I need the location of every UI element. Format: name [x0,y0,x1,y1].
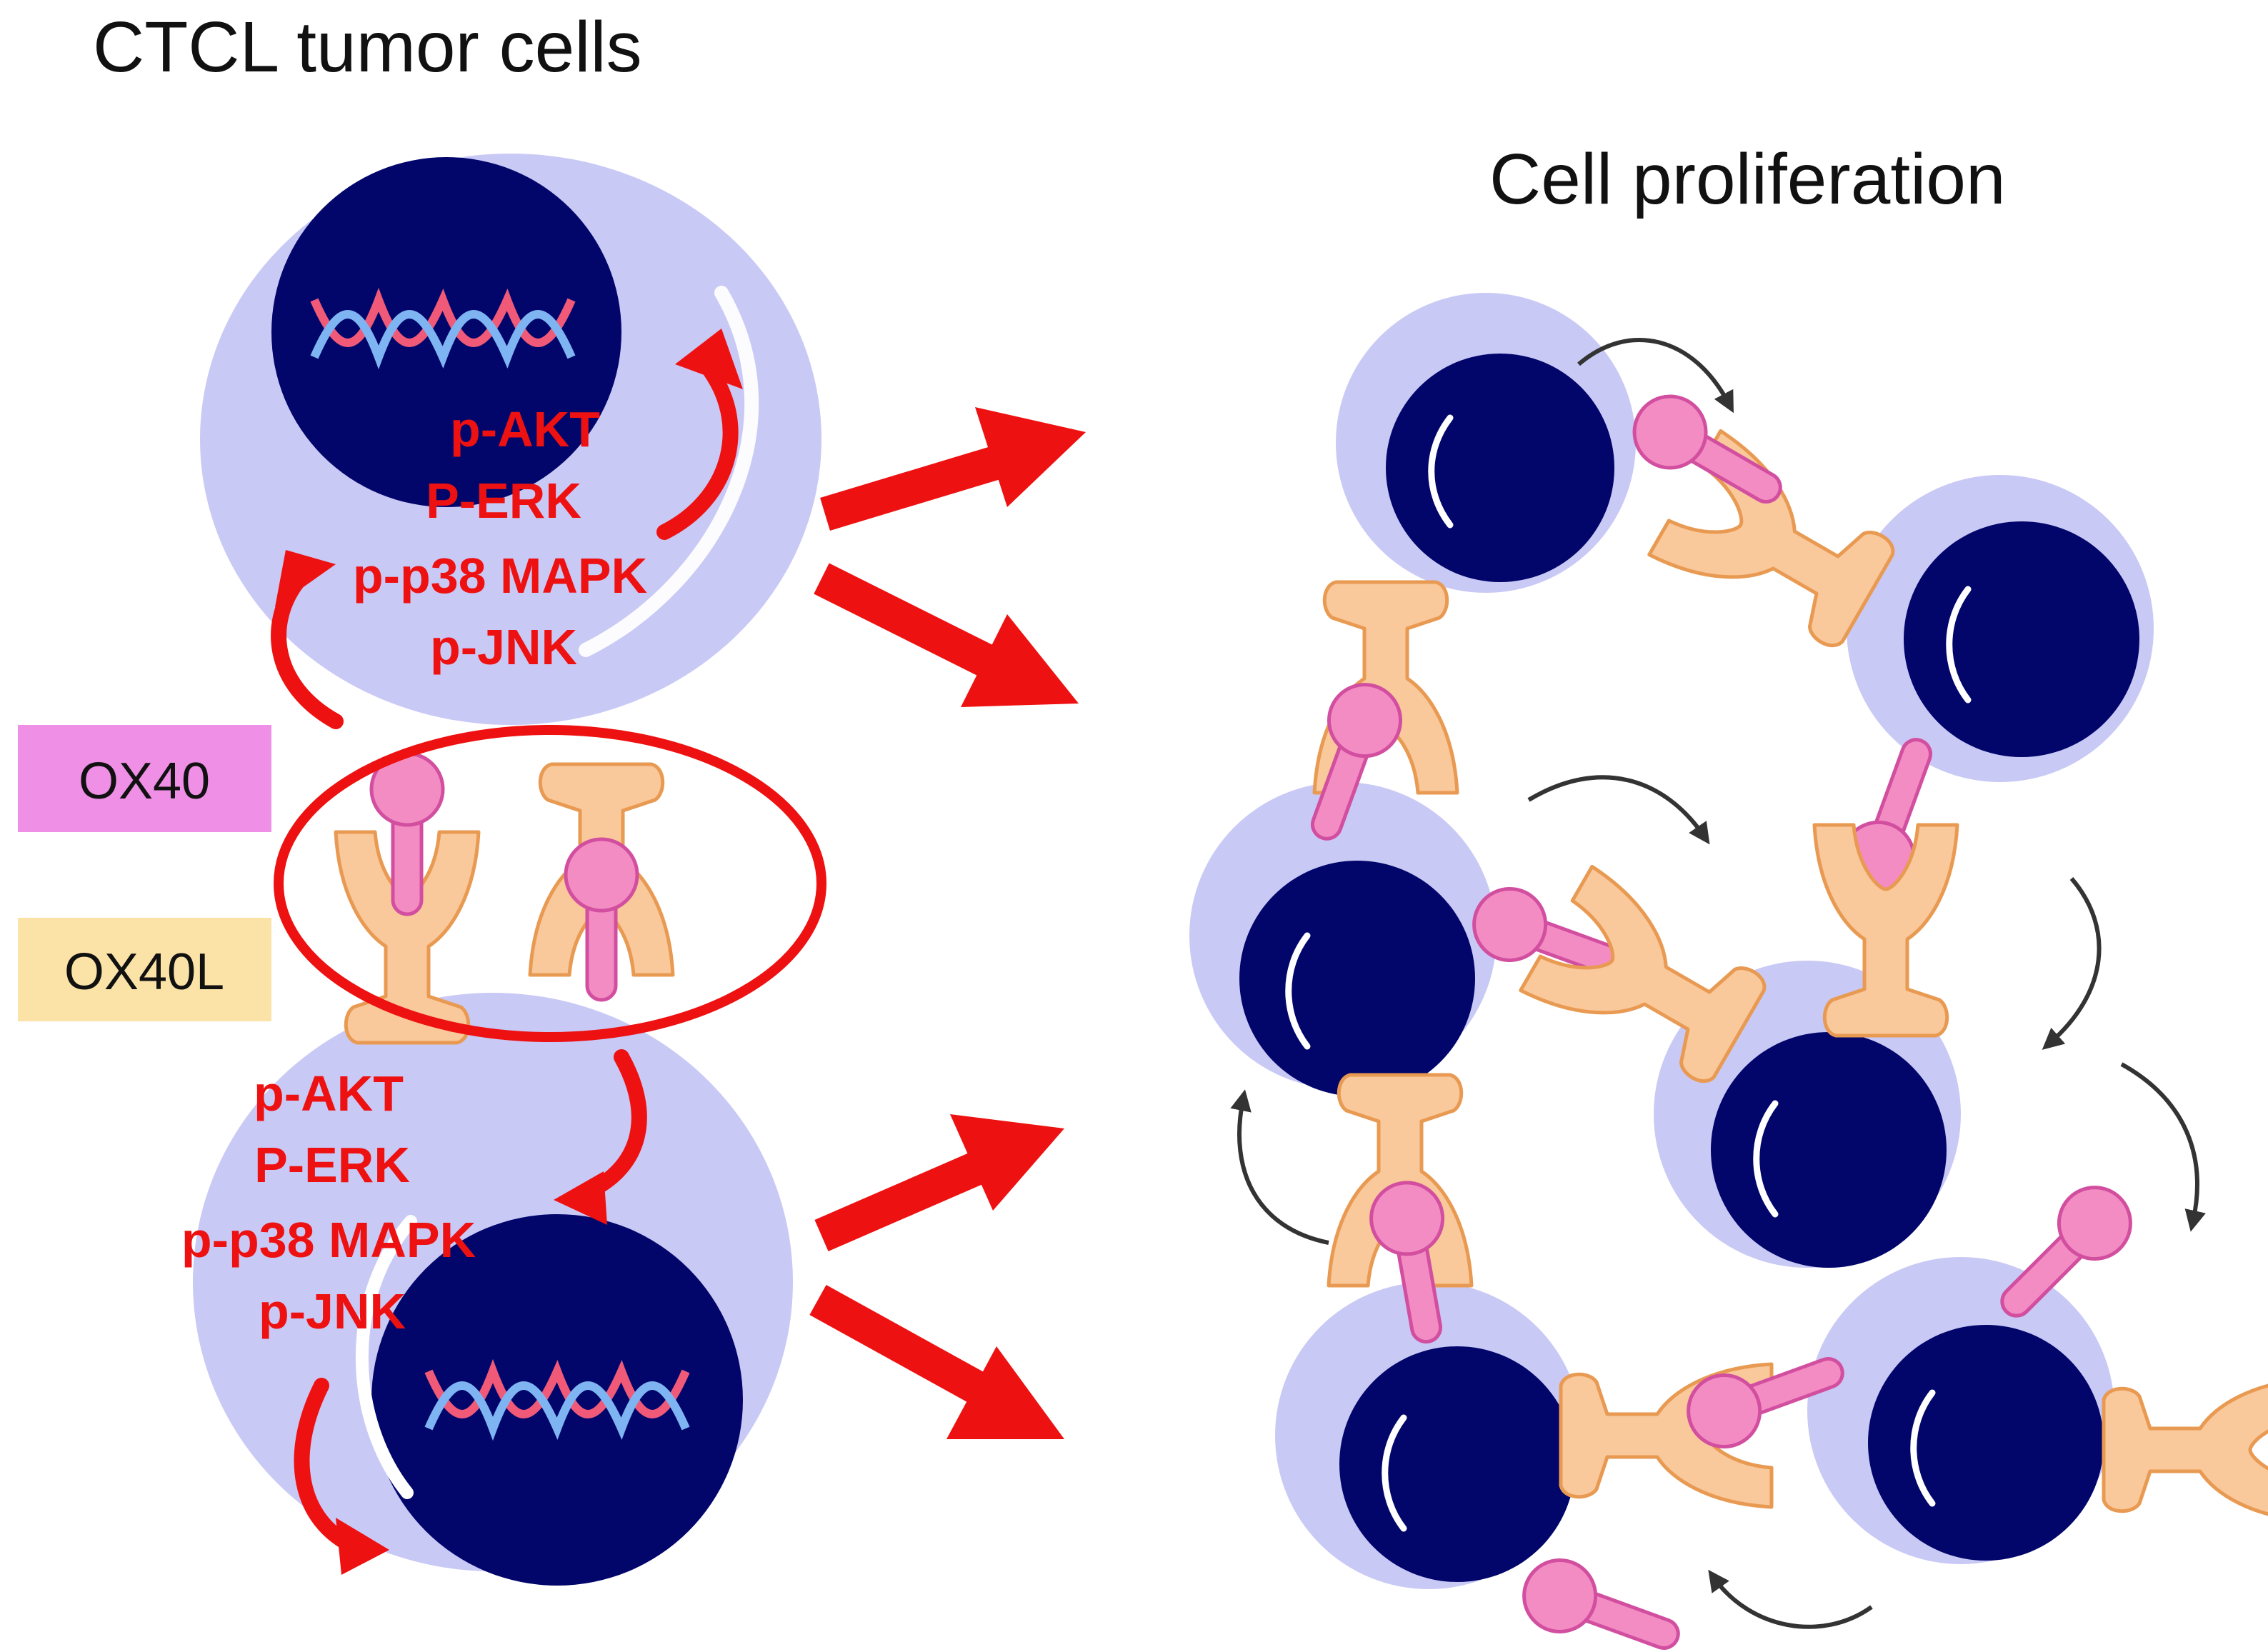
big-arrow-3 [814,1114,1064,1252]
cycle-arrow [1230,1089,1329,1245]
bottom-signal-3: p-p38 MAPK [181,1212,476,1268]
legend: OX40 OX40L [18,725,271,1021]
bottom-signal-2: P-ERK [254,1137,410,1193]
prolif-cell [1847,475,2154,782]
prolif-cell [1189,782,1497,1096]
cycle-arrow [1577,338,1734,414]
cycle-arrows [1230,338,2206,1629]
prolif-cell [1336,293,1636,593]
arrowhead [336,1518,389,1575]
interaction-ellipse [274,725,826,1042]
top-tumor-cell [200,154,821,725]
legend-ox40l-swatch [18,918,271,1021]
cycle-arrow [2120,1062,2206,1232]
ox40l-ligand [2104,1378,2268,1521]
cycle-arrow [2042,877,2102,1050]
top-dna-icon [310,287,576,370]
top-cell-nucleus [271,157,621,507]
signaling-arrows [271,329,743,1575]
bottom-signal-labels: p-AKT P-ERK p-p38 MAPK p-JNK [181,1066,476,1339]
arrowhead [275,550,336,607]
bottom-dna-icon [424,1358,690,1441]
big-arrow-1 [820,407,1086,531]
top-signal-labels: p-AKT P-ERK p-p38 MAPK p-JNK [353,401,647,675]
legend-ox40-swatch [18,725,271,832]
top-signal-1: p-AKT [450,401,600,457]
ox40-ox40l-pair-right [530,764,673,1000]
proliferating-cells [1189,293,2154,1589]
top-signal-3: p-p38 MAPK [353,548,647,604]
proliferation-arrows [809,407,1086,1439]
top-signal-2: P-ERK [426,473,581,529]
top-signal-4: p-JNK [430,619,577,675]
bottom-signal-1: p-AKT [254,1066,404,1121]
top-signal-arrow-2 [656,364,739,540]
left-title: CTCL tumor cells [93,7,642,87]
cycle-arrow [1708,1569,1873,1629]
bottom-signal-4: p-JNK [259,1283,406,1339]
legend-ox40l-label: OX40L [64,943,224,1001]
legend-ox40-label: OX40 [79,753,210,810]
cycle-arrow [1527,775,1710,845]
bottom-cell-nucleus [371,1214,743,1586]
prolif-cell [1275,1282,1582,1589]
arrowhead [675,329,743,389]
bottom-signal-arrow-2 [294,1378,361,1554]
ox40-receptor [1514,1550,1690,1652]
big-arrow-4 [809,1284,1064,1439]
right-title: Cell proliferation [1489,139,2006,219]
top-cell-highlight [579,286,759,657]
bottom-cell-highlight [355,1215,417,1499]
prolif-cell [1807,1257,2114,1564]
arrowhead [554,1171,607,1225]
big-arrow-2 [814,563,1079,707]
